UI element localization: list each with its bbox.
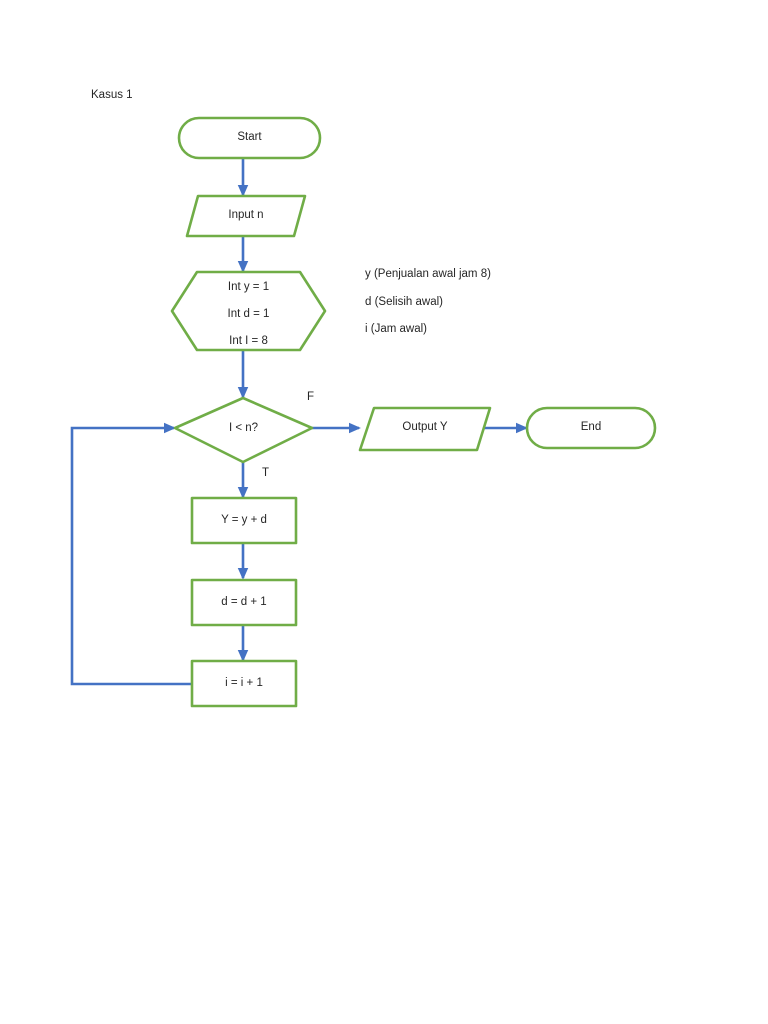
node-process-d[interactable] — [190, 578, 298, 627]
node-process-y[interactable] — [190, 496, 298, 545]
node-process-i[interactable] — [190, 659, 298, 708]
note-line-y: y (Penjualan awal jam 8) — [365, 268, 491, 280]
node-output-y[interactable] — [358, 406, 492, 452]
note-line-d: d (Selisih awal) — [365, 296, 443, 308]
connector-loop-back-to-cond — [70, 422, 192, 686]
page-title: Kasus 1 — [91, 89, 133, 101]
note-line-i: i (Jam awal) — [365, 323, 427, 335]
node-start[interactable] — [177, 116, 322, 160]
edge-label-true: T — [262, 467, 270, 479]
node-end[interactable] — [525, 406, 657, 450]
node-input-n[interactable] — [185, 194, 307, 238]
node-decision[interactable] — [173, 396, 314, 464]
node-init-hexagon[interactable] — [170, 270, 327, 352]
edge-label-false: F — [307, 391, 315, 403]
